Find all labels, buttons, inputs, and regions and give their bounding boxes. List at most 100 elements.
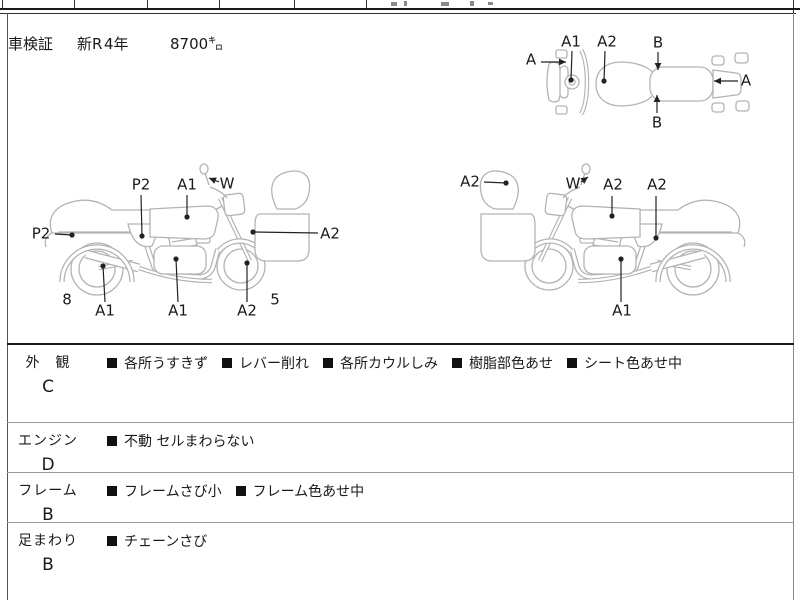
table-cell-divider (147, 0, 148, 8)
table-bottom-border (0, 8, 800, 10)
pointer-arrowhead (559, 58, 566, 66)
diagram-label-a2: A2 (320, 224, 340, 243)
pointer-arrowhead (580, 177, 588, 184)
pointer-line (102, 265, 106, 303)
pointer-dot (173, 256, 179, 262)
pointer-dot (69, 232, 75, 238)
condition-row-exterior: 外 観 C 各所うすきず レバー削れ 各所カウルしみ 樹脂部色あせシート色あせ中 (7, 343, 794, 422)
sheet-border-top (0, 13, 796, 14)
condition-item-text: 不動 セルまわらない (124, 434, 255, 450)
condition-item-text: 樹脂部色あせ (469, 356, 553, 372)
diagram-label-a1: A1 (612, 301, 632, 320)
pointer-line (140, 194, 143, 237)
pointer-arrowhead (209, 177, 217, 184)
condition-row-engine: エンジン D 不動 セルまわらない (7, 422, 794, 475)
condition-item: 各所カウルしみ (323, 353, 438, 373)
bullet-square (323, 358, 333, 368)
condition-row-frame: フレーム B フレームさび小 フレーム色あせ中 (7, 472, 794, 525)
pointer-arrowhead (653, 95, 661, 102)
pointer-line (175, 258, 179, 303)
condition-items: 各所うすきず レバー削れ 各所カウルしみ 樹脂部色あせシート色あせ中 (107, 345, 682, 422)
table-cell-divider (2, 0, 3, 8)
pointer-dot (601, 78, 607, 84)
condition-items: チェーンさび (107, 523, 207, 600)
pointer-arrowhead (714, 77, 721, 85)
condition-grade: C (42, 377, 54, 397)
pointer-line (570, 50, 573, 81)
clipped-text-fragment (488, 2, 493, 5)
condition-grade: B (42, 555, 54, 575)
clipped-text-fragment (404, 1, 407, 6)
table-cell-divider (74, 0, 75, 8)
table-cell-divider (793, 0, 794, 13)
sheet-border-right (793, 13, 794, 600)
bullet-square (107, 436, 117, 446)
diagram-label-p2: P2 (131, 175, 151, 194)
pointer-line (54, 233, 73, 236)
condition-item-text: 各所うすきず (124, 356, 208, 372)
diagram-label-a2: A2 (647, 175, 667, 194)
clipped-text-fragment (441, 2, 449, 6)
condition-grade: B (42, 505, 54, 525)
pointer-dot (250, 229, 256, 235)
condition-label: 足まわり (18, 533, 78, 549)
pointer-line (252, 231, 319, 234)
diagram-label-b: B (652, 33, 664, 52)
condition-grade: D (41, 455, 55, 475)
pointer-dot (184, 214, 190, 220)
bullet-square (222, 358, 232, 368)
pointer-dot (503, 180, 509, 186)
table-cell-divider (219, 0, 220, 8)
condition-item: フレーム色あせ中 (235, 481, 365, 501)
diagram-label-a2: A2 (597, 32, 617, 51)
pointer-line (603, 50, 606, 82)
mileage-value: 8700㌔ (170, 35, 224, 53)
diagram-label-a1: A1 (177, 175, 197, 194)
pointer-dot (618, 256, 624, 262)
pointer-dot (139, 233, 145, 239)
condition-label: フレーム (18, 483, 78, 499)
diagram-label-8: 8 (62, 290, 72, 309)
registration-label: 車検証 (8, 35, 54, 53)
condition-label: エンジン (18, 433, 78, 449)
diagram-label-b: B (651, 113, 663, 132)
top-view-drawing (546, 48, 750, 116)
pointer-line (483, 181, 507, 184)
diagram-label-w: W (219, 174, 235, 193)
diagram-label-a2: A2 (237, 301, 257, 320)
condition-row-undercarriage: 足まわり B チェーンさび (7, 522, 794, 600)
condition-item-text: チェーンさび (124, 534, 208, 550)
bullet-square (452, 358, 462, 368)
pointer-dot (609, 213, 615, 219)
diagram-label-a: A (525, 50, 537, 69)
registration-year: 4年 (104, 35, 129, 53)
pointer-arrowhead (654, 63, 662, 70)
condition-item: フレームさび小 (107, 481, 222, 501)
condition-item-text: 各所カウルしみ (340, 356, 438, 372)
diagram-label-a: A (740, 71, 752, 90)
condition-item: チェーンさび (107, 531, 207, 551)
diagram-label-a1: A1 (561, 32, 581, 51)
condition-items: 不動 セルまわらない (107, 423, 254, 472)
clipped-text-fragment (470, 1, 474, 6)
condition-item-text: レバー削れ (239, 356, 309, 372)
diagram-label-p2: P2 (31, 224, 51, 243)
diagram-label-a1: A1 (95, 301, 115, 320)
bullet-square (107, 358, 117, 368)
condition-item: レバー削れ (222, 353, 309, 373)
diagram-label-a1: A1 (168, 301, 188, 320)
condition-label: 外 観 (25, 355, 71, 371)
diagram-label-5: 5 (270, 290, 280, 309)
diagram-label-a2: A2 (603, 175, 623, 194)
condition-item-text: フレーム色あせ中 (252, 484, 365, 500)
table-cell-divider (366, 0, 367, 8)
pointer-lines-layer (54, 50, 738, 303)
condition-item: シート色あせ中 (567, 353, 682, 373)
bullet-square (107, 536, 117, 546)
pointer-dot (244, 260, 250, 266)
pointer-dot (568, 77, 574, 83)
clipped-text-fragment (391, 2, 397, 6)
sheet-border-left (7, 13, 8, 600)
condition-item: 各所うすきず (107, 353, 208, 373)
